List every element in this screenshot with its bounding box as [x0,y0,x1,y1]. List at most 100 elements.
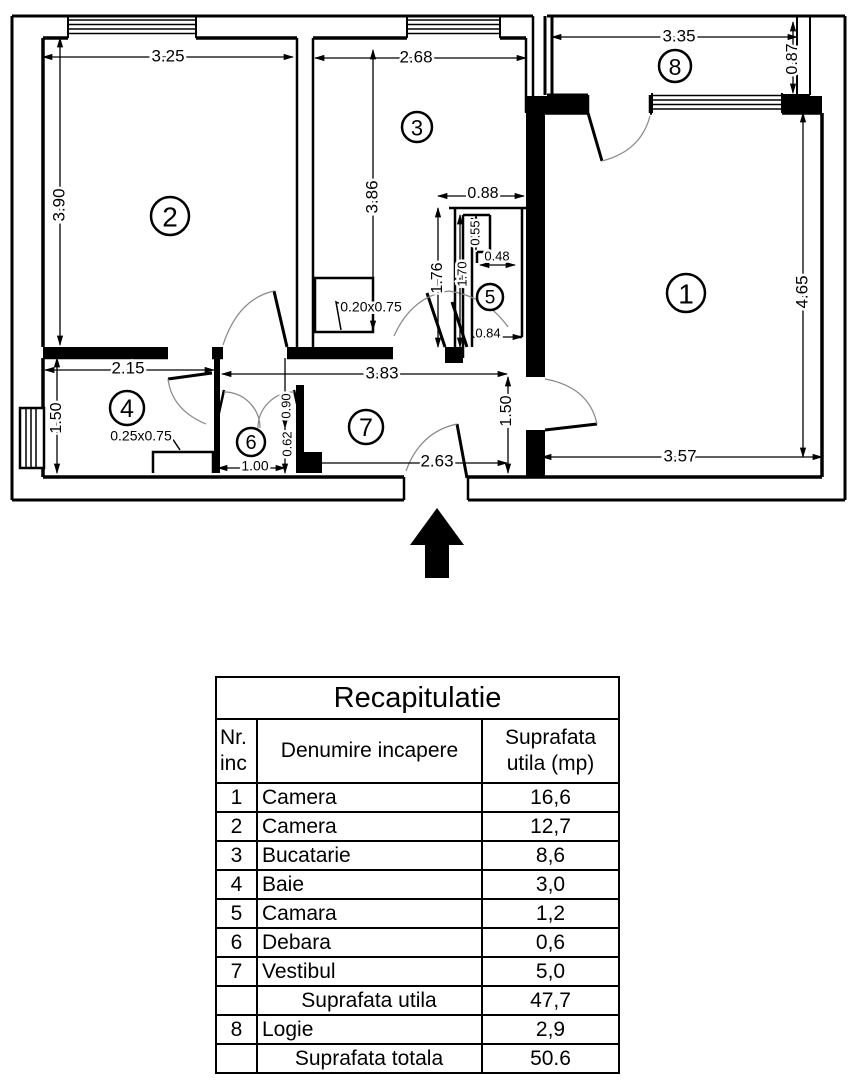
room-label-6: 6 [235,426,267,458]
room-number: 8 [669,54,682,80]
room-number: 5 [485,288,496,309]
dimension-label: 3.57 [663,446,696,465]
room-number: 1 [678,279,694,310]
window-room4 [18,406,46,470]
table-cell: Vestibul [256,956,483,987]
table-cell: 5,0 [481,956,620,987]
table-cell: Bucatarie [256,840,483,871]
dimension-lines [41,20,824,475]
dimension-label: 0.87 [784,43,801,74]
table-cell: Logie [256,1014,483,1045]
dimension-label: 0.48 [484,248,509,263]
room-number-circle [657,48,693,84]
room-number-circle [665,272,707,314]
dimension-label: 0.20x0.75 [340,299,402,315]
dimension-label: 3.35 [662,26,695,45]
partition-walls [43,38,545,477]
table-cell: Camera [256,782,483,813]
table-cell: 0,6 [481,927,620,958]
window-room3 [406,16,501,38]
room-number-circle [347,408,385,446]
header-name: Denumire incapere [256,718,483,784]
dimension-label: 3.83 [365,363,398,382]
table-cell: 2,9 [481,1014,620,1045]
table-cell: 5 [215,898,258,929]
room-number-circle [149,195,191,237]
table-cell: 50.6 [481,1043,620,1074]
dimension-label: 4.65 [792,275,811,308]
room-label-4: 4 [108,389,146,427]
table-cell: 2 [215,811,258,842]
room-label-2: 2 [149,195,191,237]
table-cell: 6 [215,927,258,958]
room-label-7: 7 [347,408,385,446]
window-room1-balcony [651,93,783,113]
table-cell: Baie [256,869,483,900]
dimension-label: 1.50 [48,402,65,433]
dimension-label: 2.63 [420,451,453,470]
dimension-label: 0.55 [467,220,482,245]
room-number: 6 [245,432,256,454]
dimension-label: 3.86 [362,180,381,213]
recap-table: Recapitulatie Nr.inc Denumire incapere S… [215,676,620,1074]
table-cell: 12,7 [481,811,620,842]
room-number: 4 [120,395,134,423]
dimension-label: 1.50 [498,395,515,426]
dimension-label: 2.68 [399,47,432,66]
room-number-circle [475,282,505,312]
table-cell: Camera [256,811,483,842]
room-label-3: 3 [400,110,434,144]
table-cell: Suprafata utila [256,985,483,1016]
table-cell: Debara [256,927,483,958]
table-cell: 1 [215,782,258,813]
table-cell: 47,7 [481,985,620,1016]
window-room2 [67,16,197,38]
table-cell: Suprafata totala [256,1043,483,1074]
recap-table-container: Recapitulatie Nr.inc Denumire incapere S… [215,676,620,1074]
table-cell: 3 [215,840,258,871]
dimension-label: 0.25x0.75 [110,428,172,444]
table-cell: 7 [215,956,258,987]
floor-plan-svg: 3.25 3.90 2.68 3.86 3.35 0.87 4.65 3.57 0.88 0.55… [10,14,847,578]
room-label-8: 8 [657,48,693,84]
room-label-5: 5 [475,282,505,312]
dimension-label: 0.84 [475,325,500,340]
table-cell [215,1043,258,1074]
room-number: 2 [162,202,178,233]
exterior-walls [10,14,847,502]
room-label-1: 1 [665,272,707,314]
room-number: 7 [359,414,373,442]
dimension-label: 3.90 [49,188,68,221]
dimension-label: 1.00 [241,458,268,474]
table-cell: Camara [256,898,483,929]
room-number: 3 [411,116,423,141]
table-cell: 8 [215,1014,258,1045]
dimension-label: 1.70 [454,261,469,286]
dimension-label: 3.25 [151,46,184,65]
entrance-arrow [410,508,464,578]
dimension-label: 2.15 [111,358,144,377]
room-number-circle [400,110,434,144]
dimension-label: 0.62 [279,431,294,456]
table-title: Recapitulatie [215,676,620,720]
doors [167,112,651,479]
table-cell: 8,6 [481,840,620,871]
room-number-circle [108,389,146,427]
room-number-circle [235,426,267,458]
dimension-label: 0.88 [467,185,498,202]
dimension-label: 0.90 [278,393,293,418]
table-cell: 3,0 [481,869,620,900]
header-nr: Nr.inc [215,718,258,784]
table-cell: 4 [215,869,258,900]
table-cell: 1,2 [481,898,620,929]
